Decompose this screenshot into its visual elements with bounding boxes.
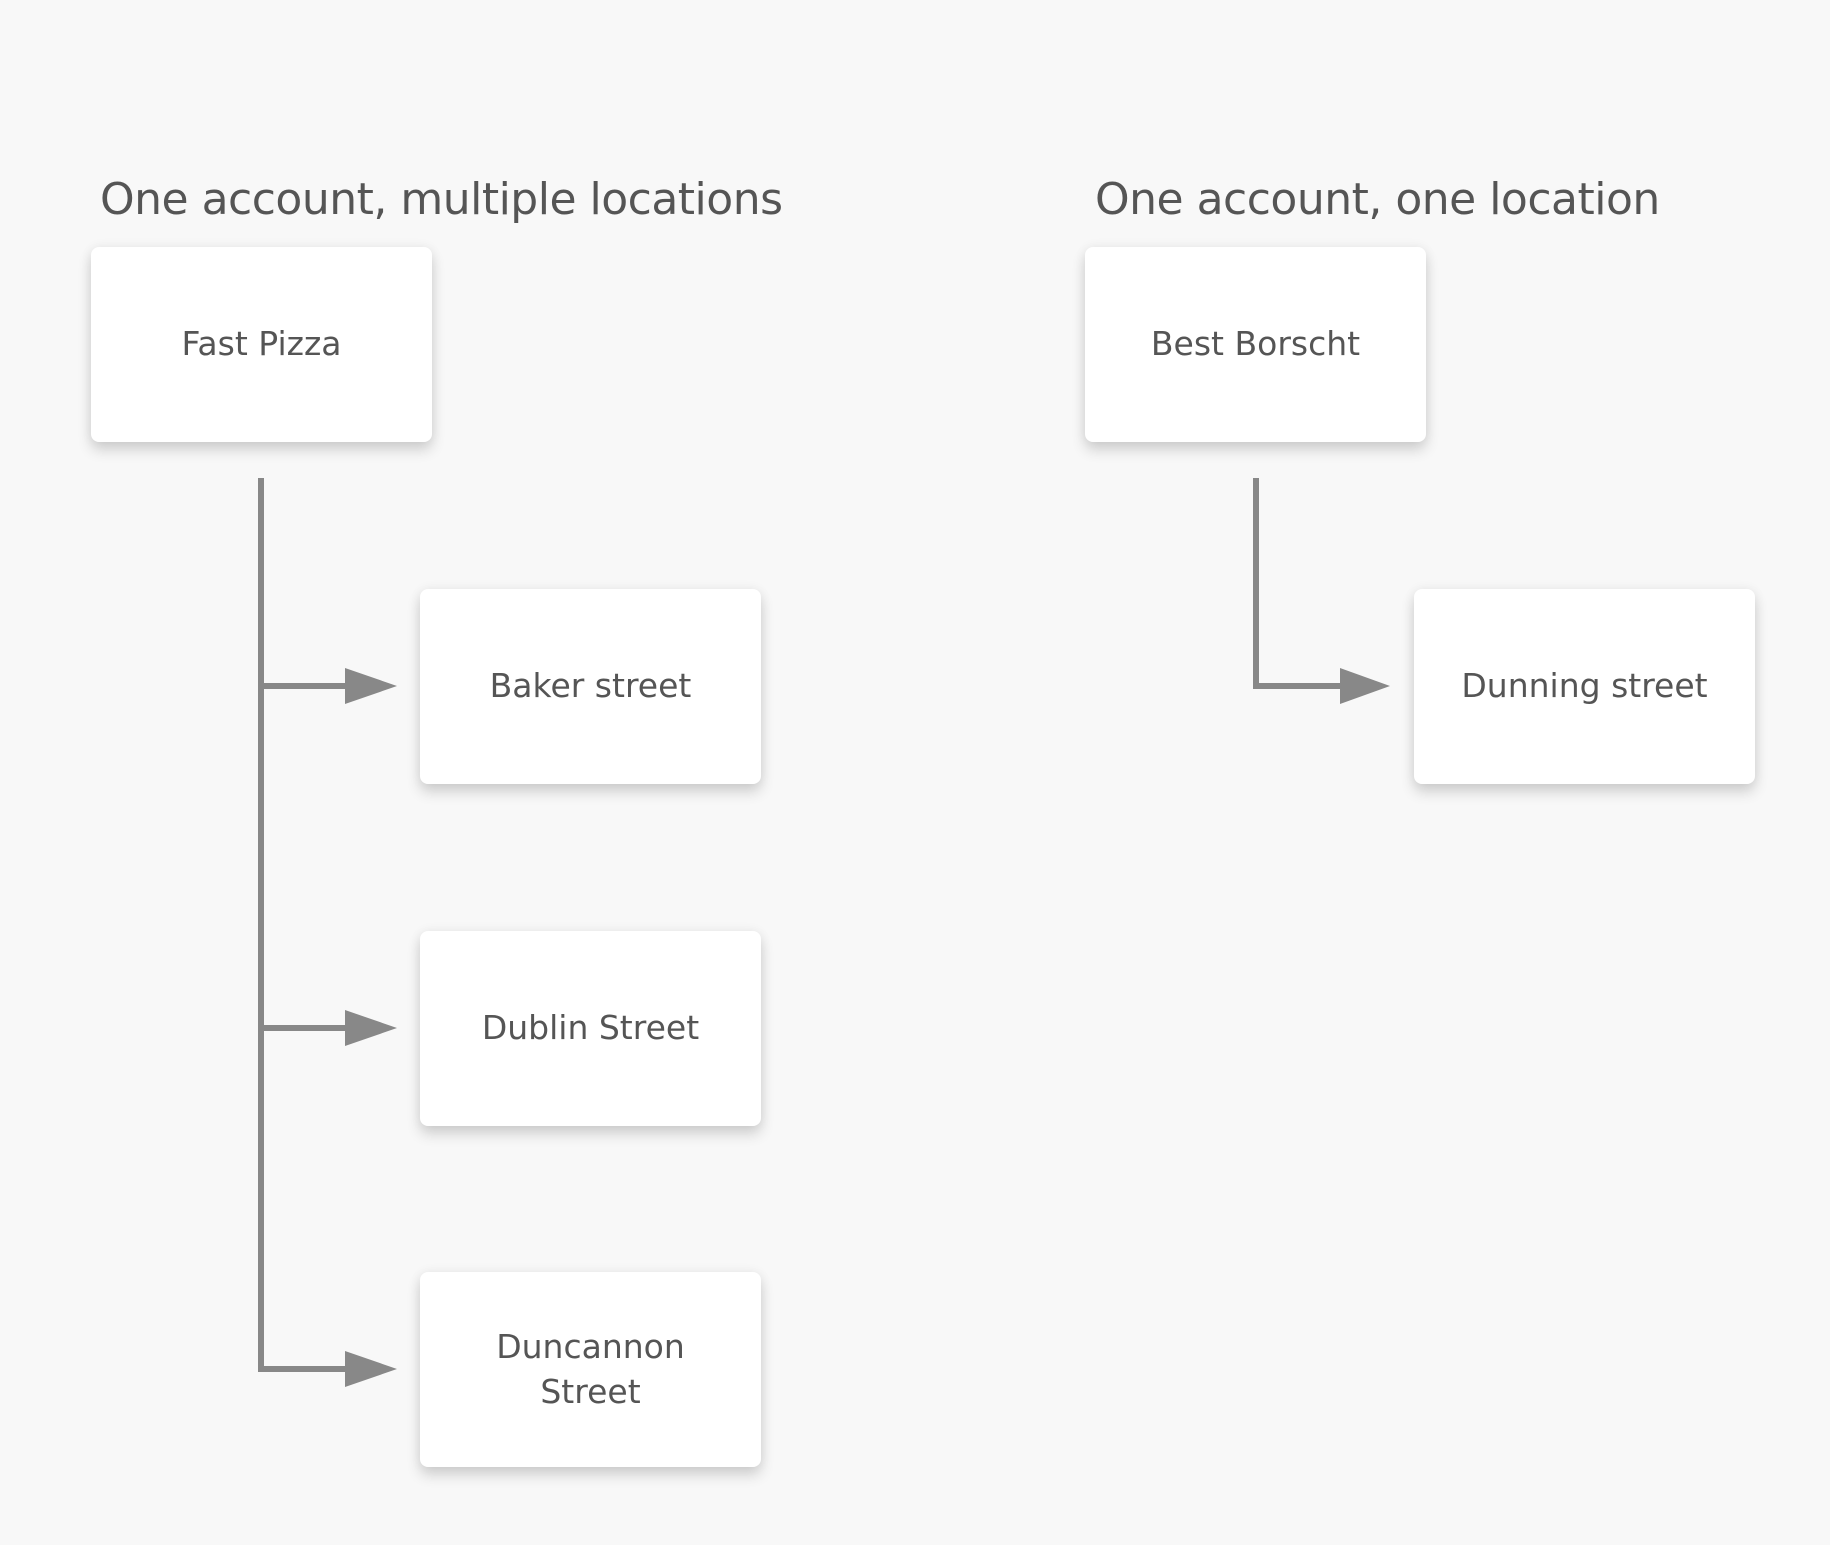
branch-line-dunning [1253,478,1342,689]
node-label: Dublin Street [481,1008,700,1048]
section-title-multiple: One account, multiple locations [100,174,783,225]
node-label: Dunning street [1461,666,1708,706]
node-label: Fast Pizza [181,324,342,364]
arrow-right-icon [345,1351,397,1387]
account-node-fast-pizza: Fast Pizza [91,247,432,442]
node-label: Best Borscht [1150,324,1361,364]
location-node-dublin-street: Dublin Street [420,931,761,1126]
node-label: Duncannon Street [496,1326,685,1411]
arrow-right-icon [345,668,397,704]
location-node-baker-street: Baker street [420,589,761,784]
arrow-right-icon [345,1010,397,1046]
arrow-right-icon [1340,668,1390,704]
location-node-duncannon-street: Duncannon Street [420,1272,761,1467]
node-label: Baker street [489,666,692,706]
section-title-one: One account, one location [1095,174,1660,225]
account-node-best-borscht: Best Borscht [1085,247,1426,442]
location-node-dunning-street: Dunning street [1414,589,1755,784]
